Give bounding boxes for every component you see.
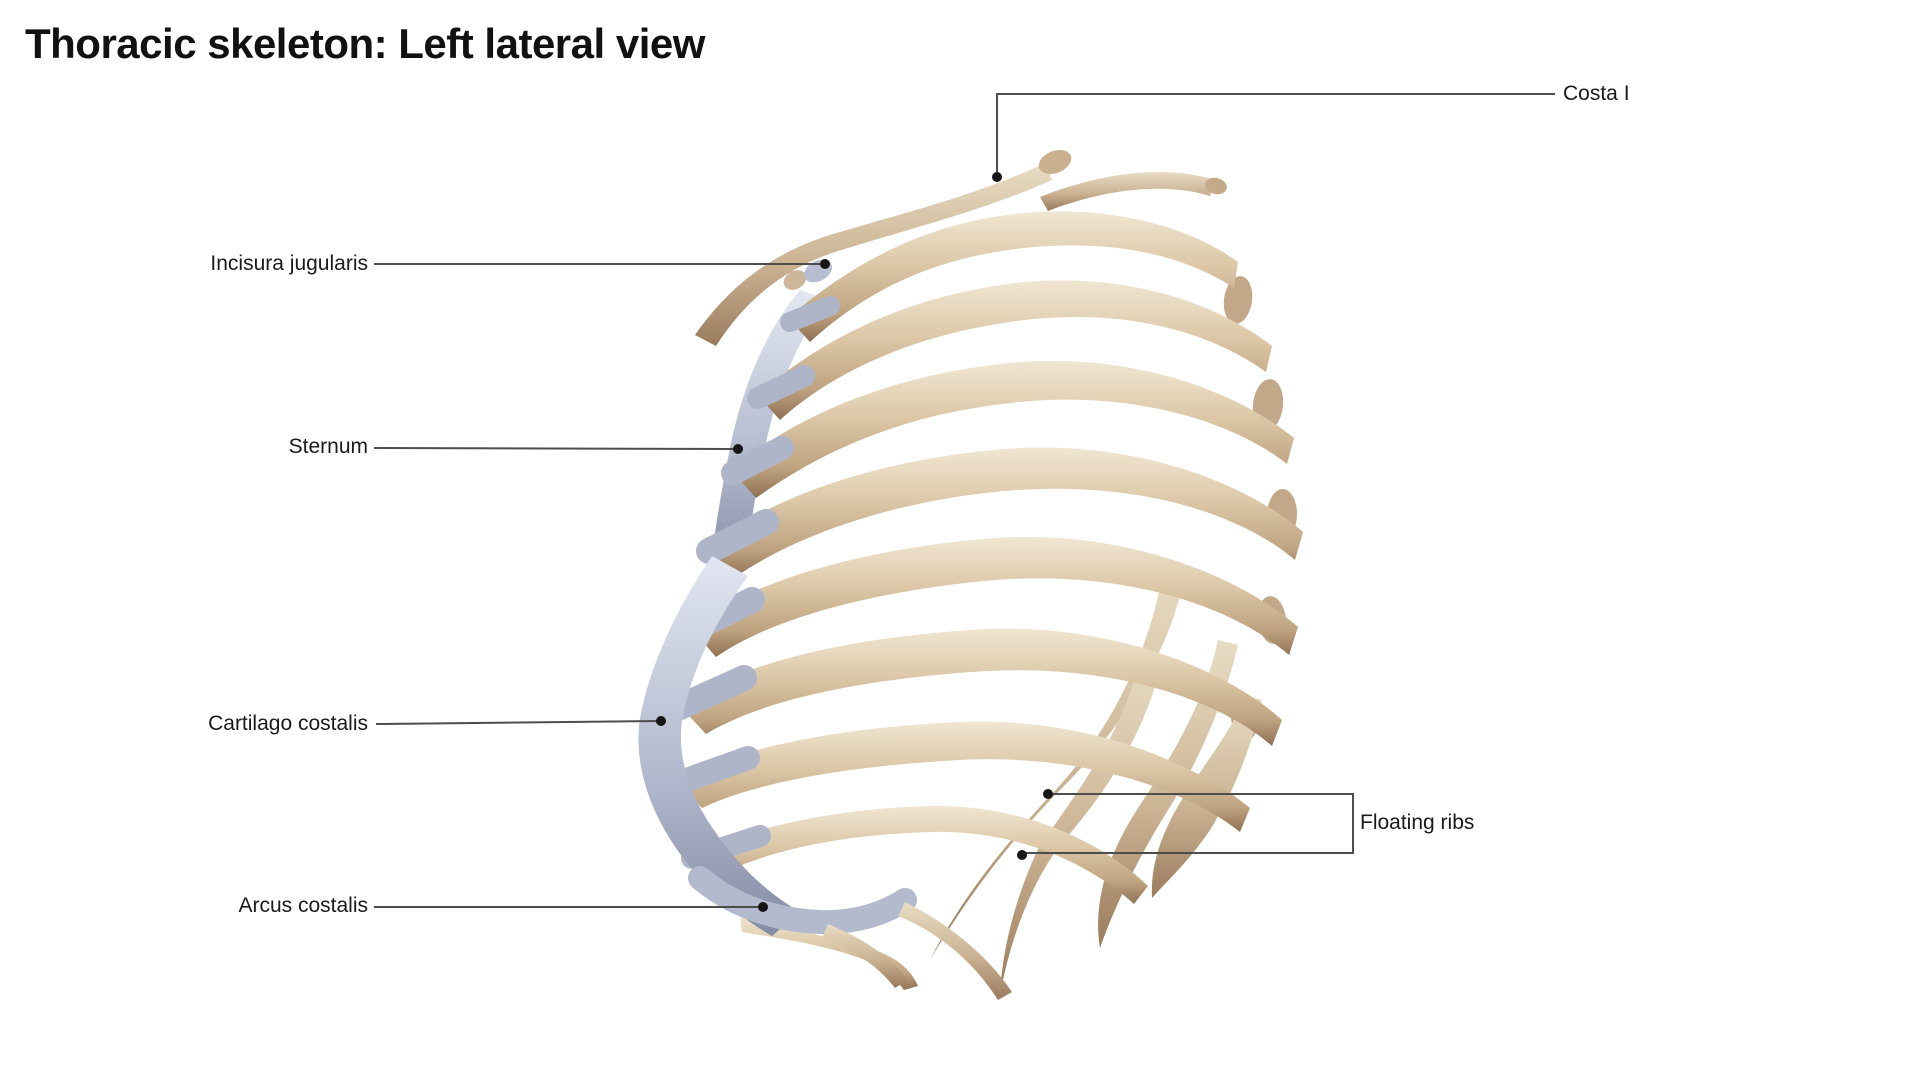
ribs <box>676 211 1303 990</box>
cartilage-ribbon <box>638 556 800 936</box>
label-arcus-costalis: Arcus costalis <box>238 894 368 917</box>
arcus-costalis-bone <box>688 866 917 935</box>
rib-10 <box>740 915 918 990</box>
leader-lines <box>373 93 1555 908</box>
rib-6 <box>690 536 1298 657</box>
label-cartilago-costalis: Cartilago costalis <box>208 712 368 735</box>
label-costa-i: Costa I <box>1563 82 1630 105</box>
bottom-rib-tips <box>822 902 1012 1000</box>
label-floating-ribs: Floating ribs <box>1360 811 1475 834</box>
page-title: Thoracic skeleton: Left lateral view <box>25 20 705 67</box>
leader-dots <box>656 172 1053 912</box>
rib-4 <box>731 360 1294 498</box>
rib-8 <box>676 721 1250 832</box>
rib-3 <box>757 280 1272 420</box>
label-incisura-jugularis: Incisura jugularis <box>210 252 368 275</box>
leader-cartilago-costalis <box>375 720 662 725</box>
rib-5 <box>707 447 1303 578</box>
leader-sternum <box>373 447 739 450</box>
rib-9 <box>690 805 1148 904</box>
costa-1-bone <box>695 149 1227 346</box>
rib-7 <box>678 628 1282 746</box>
label-sternum: Sternum <box>288 435 368 458</box>
sternum-bone <box>712 290 828 562</box>
thoracic-skeleton <box>638 149 1303 1000</box>
rib-2 <box>788 211 1238 342</box>
leader-floating-ribs <box>1022 793 1354 854</box>
leader-costa-i <box>996 93 1555 178</box>
